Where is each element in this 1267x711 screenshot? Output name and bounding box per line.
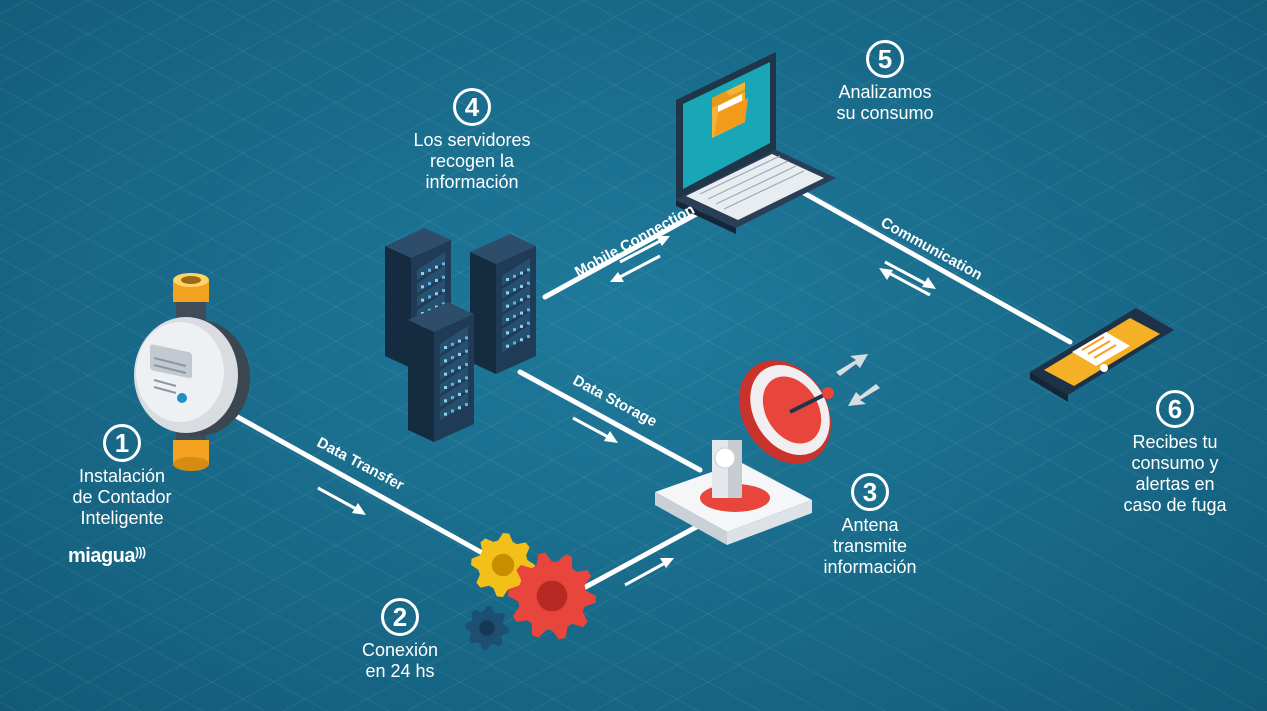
line-meter-to-gears [222, 407, 498, 563]
step-2-number-badge: 2 [381, 598, 419, 636]
step-6: 6 Recibes tu consumo y alertas en caso d… [1105, 390, 1245, 516]
step-5-caption: Analizamos su consumo [836, 82, 934, 123]
gear-blue-icon [465, 606, 509, 650]
line-gears-to-antenna [577, 522, 703, 593]
step-4-caption: Los servidores recogen la información [413, 130, 531, 192]
step-4-number-badge: 4 [453, 88, 491, 126]
step-2: 2 Conexión en 24 hs [340, 598, 460, 682]
line-laptop-to-phone [792, 185, 1073, 345]
gear-yellow-icon [471, 533, 535, 597]
gears-icon [465, 533, 596, 650]
step-6-caption: Recibes tu consumo y alertas en caso de … [1123, 432, 1227, 515]
step-3-caption: Antena transmite información [823, 515, 917, 577]
laptop-icon [676, 52, 836, 234]
arrows-communication-icon [879, 260, 936, 297]
step-1-number-badge: 1 [103, 424, 141, 462]
water-meter-icon [134, 273, 250, 471]
brand-logo: miagua))) [68, 545, 146, 568]
server-rack-c [408, 302, 474, 442]
brand-name: miagua [68, 545, 136, 567]
step-3-number-badge: 3 [851, 473, 889, 511]
step-2-caption: Conexión en 24 hs [361, 640, 439, 681]
line-servers-to-laptop [542, 209, 703, 300]
server-rack-icon [385, 228, 536, 442]
line-servers-to-antenna [517, 369, 703, 473]
arrows-mobile-connection-icon [610, 236, 670, 282]
arrow-data-storage-icon [572, 416, 618, 443]
step-5-number-badge: 5 [866, 40, 904, 78]
flow-arrows [317, 236, 936, 587]
step-4: 4 Los servidores recogen la información [392, 88, 552, 193]
step-6-number-badge: 6 [1156, 390, 1194, 428]
smartphone-icon [1030, 308, 1174, 402]
arrow-gears-to-antenna-icon [624, 558, 674, 587]
satellite-dish-icon [655, 354, 880, 545]
server-rack-b [470, 234, 536, 374]
step-1: 1 Instalación de Contador Inteligente [52, 424, 192, 529]
gear-red-icon [508, 552, 596, 640]
connection-lines [222, 185, 1073, 593]
step-5: 5 Analizamos su consumo [815, 40, 955, 124]
arrow-data-transfer-icon [317, 486, 366, 515]
step-3: 3 Antena transmite información [805, 473, 935, 578]
signal-waves-icon: ))) [135, 545, 146, 559]
step-1-caption: Instalación de Contador Inteligente [72, 466, 172, 528]
